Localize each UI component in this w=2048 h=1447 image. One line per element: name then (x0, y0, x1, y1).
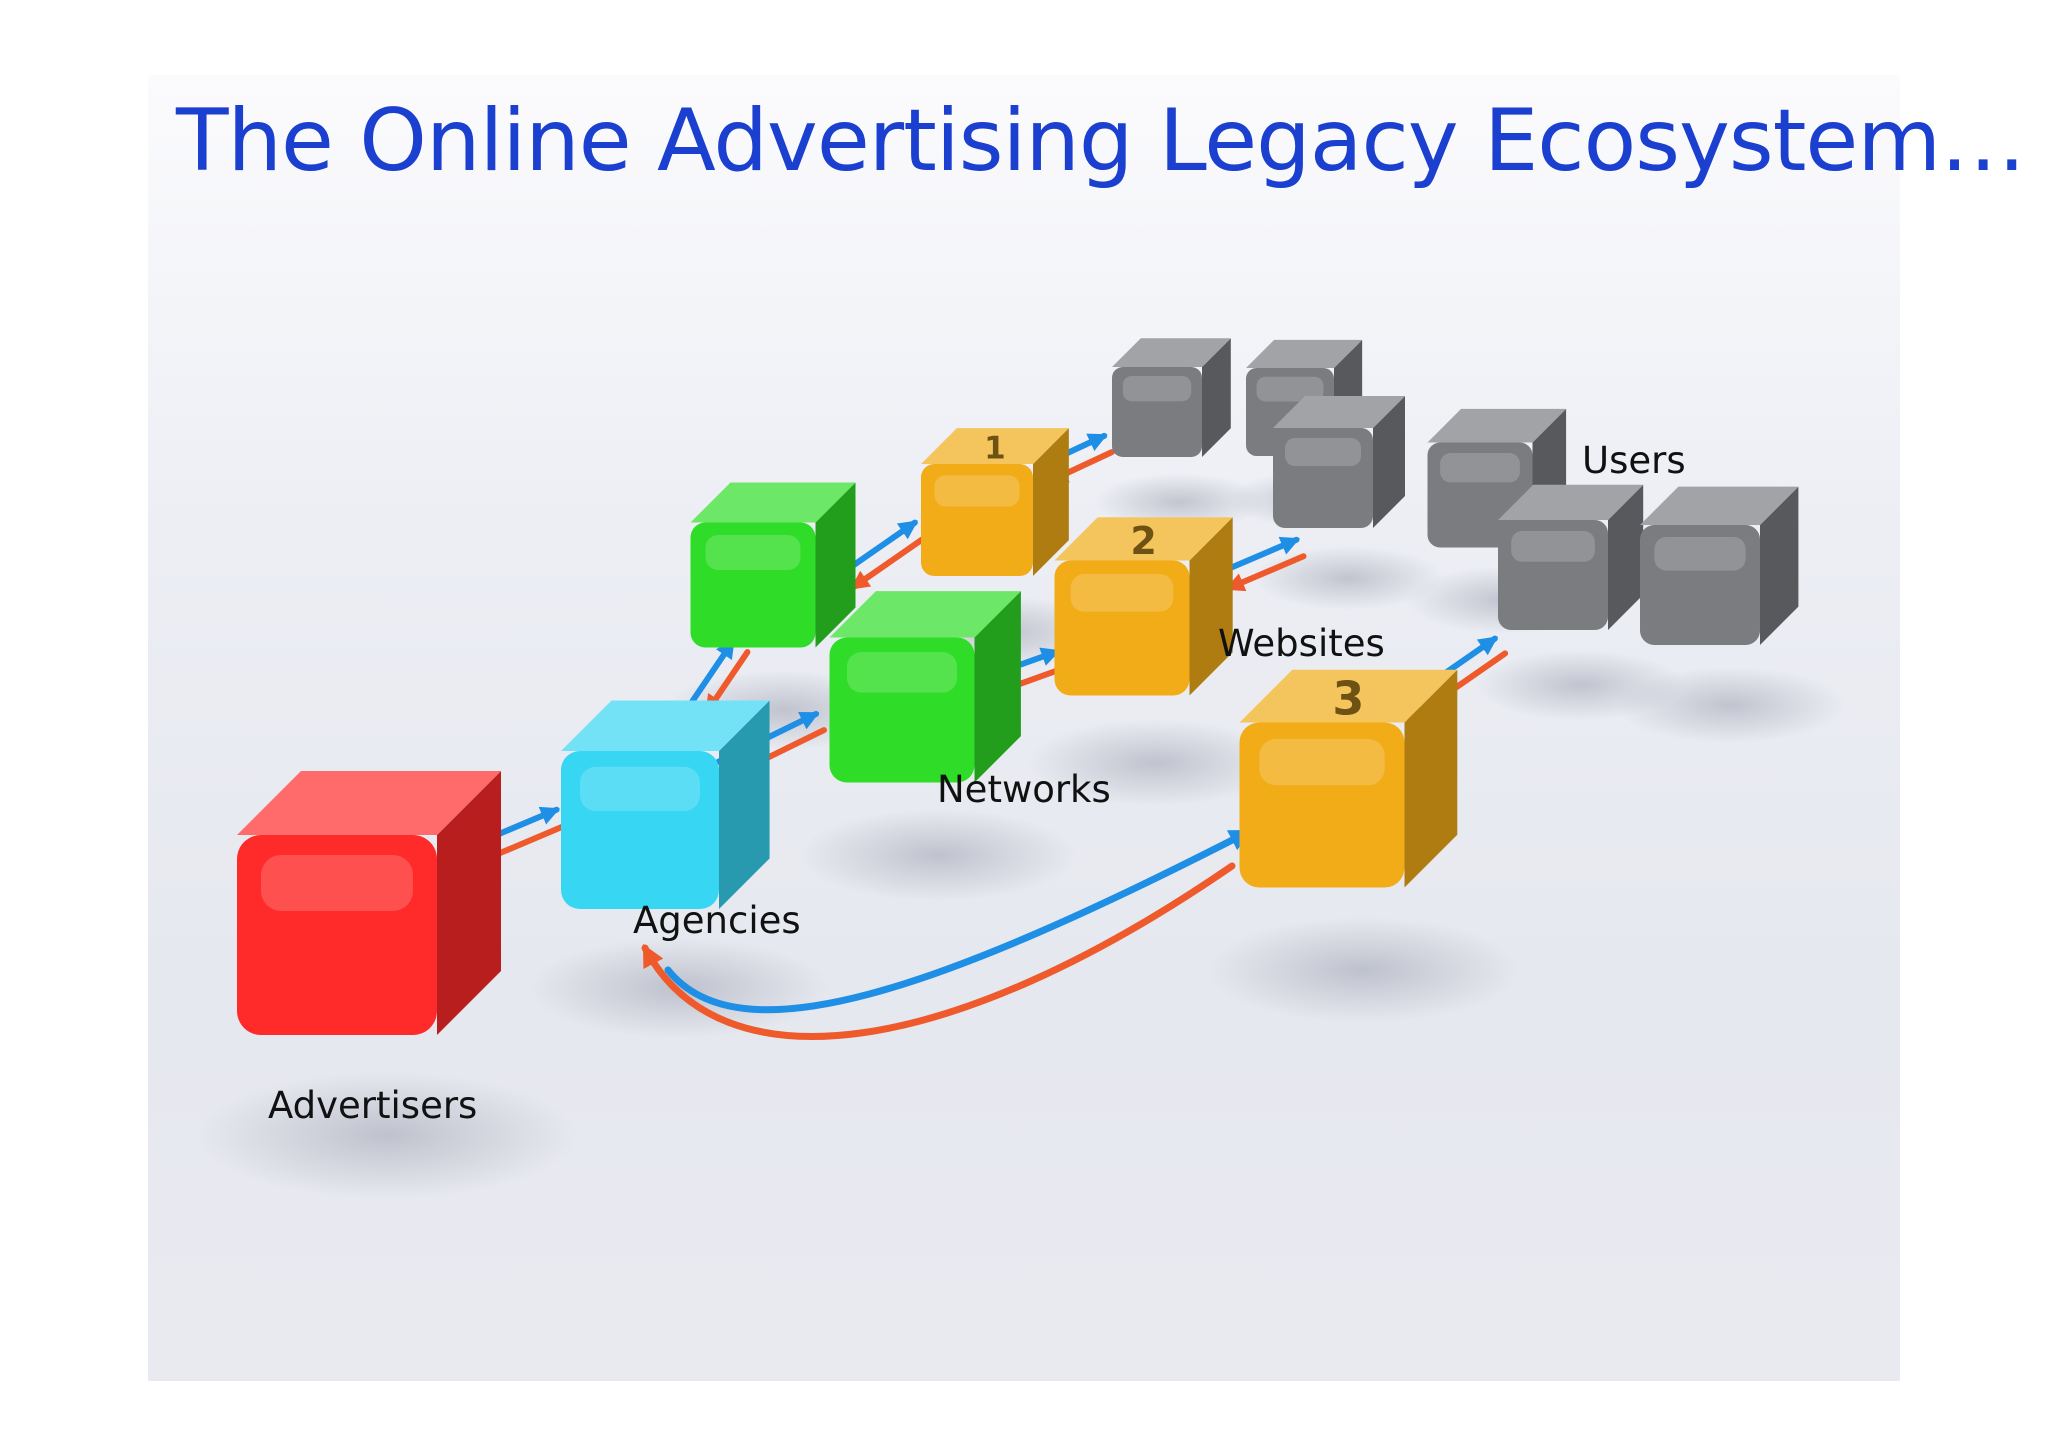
network-cube-2 (829, 591, 1021, 783)
user-cube-3-shadow (1253, 546, 1443, 610)
network-cube-2-shadow (800, 808, 1076, 902)
user-cube-6 (1640, 486, 1799, 645)
network-cube-1 (690, 482, 856, 648)
website-cube-3-number: 3 (1332, 672, 1364, 726)
website-cube-3-shadow (1206, 917, 1520, 1023)
website2-user-return-arrow (1225, 553, 1307, 592)
slide-title: The Online Advertising Legacy Ecosystem… (176, 91, 2026, 191)
users-label: Users (1582, 439, 1686, 482)
agencies-label: Agencies (633, 899, 801, 942)
user-cube-3 (1273, 396, 1405, 528)
agency-website3-return-arrow (641, 862, 1236, 1040)
user-cube-5 (1498, 484, 1644, 630)
user-cube-1-shadow (1094, 473, 1265, 531)
website-cube-3: 3 (1239, 669, 1458, 888)
website2-user-forward-arrow (1218, 536, 1300, 575)
agency-network-top-forward-arrow (689, 638, 736, 704)
agency-cube (561, 700, 770, 909)
networks-label: Networks (937, 768, 1111, 811)
advertiser-cube-shadow (197, 1071, 577, 1199)
website-cube-2-number: 2 (1130, 519, 1156, 563)
website-cube-1-number: 1 (984, 431, 1006, 467)
website-cube-2-shadow (1027, 719, 1284, 807)
website-cube-1: 1 (921, 428, 1069, 576)
network1-website1-return-arrow (849, 534, 929, 591)
agency-website3-forward-arrow (664, 828, 1252, 1014)
advertiser-cube (237, 771, 501, 1035)
advertisers-label: Advertisers (268, 1084, 478, 1127)
user-cube-1 (1112, 338, 1231, 457)
website-cube-2: 2 (1054, 517, 1233, 696)
websites-label: Websites (1218, 622, 1385, 665)
user-cube-6-shadow (1616, 666, 1844, 744)
